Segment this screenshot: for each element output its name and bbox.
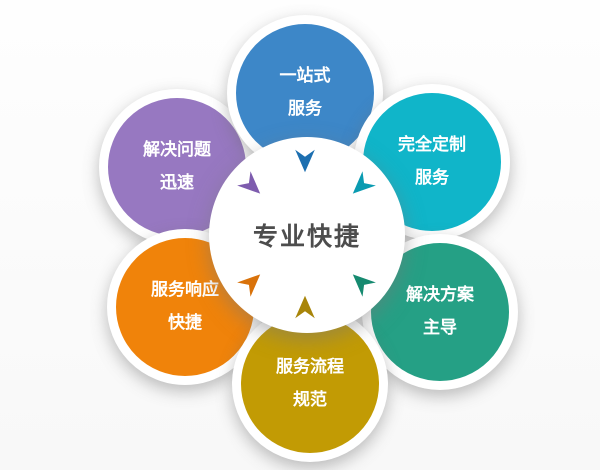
node-top-left-line1: 解决问题 — [143, 139, 211, 160]
node-top-line1: 一站式 — [279, 65, 331, 86]
node-top-line2: 服务 — [288, 99, 322, 119]
arrow-from-bottom-icon — [295, 295, 315, 319]
center-hub-label: 专业快捷 — [252, 222, 361, 251]
center-hub: 专业快捷 — [209, 137, 405, 333]
arrow-from-bottom-left-icon — [237, 274, 261, 297]
node-bottom-left-line2: 快捷 — [168, 313, 202, 333]
node-top-left: 解决问题 迅速 — [99, 89, 255, 245]
node-top-left-line2: 迅速 — [160, 173, 194, 193]
arrow-from-top-right-icon — [352, 171, 376, 194]
arrow-from-top-icon — [295, 149, 315, 173]
node-bottom-left-line1: 服务响应 — [151, 279, 219, 300]
node-bottom-line2: 规范 — [293, 390, 327, 410]
node-top-right-line1: 完全定制 — [398, 134, 466, 155]
node-top: 一站式 服务 — [227, 15, 383, 171]
node-top-right-line2: 服务 — [415, 168, 449, 188]
arrow-from-top-left-icon — [237, 171, 261, 194]
node-bottom-right-line1: 解决方案 — [406, 284, 474, 305]
arrow-from-bottom-right-icon — [352, 274, 376, 297]
node-bottom-right-line2: 主导 — [423, 318, 457, 338]
node-bottom-line1: 服务流程 — [276, 356, 344, 377]
